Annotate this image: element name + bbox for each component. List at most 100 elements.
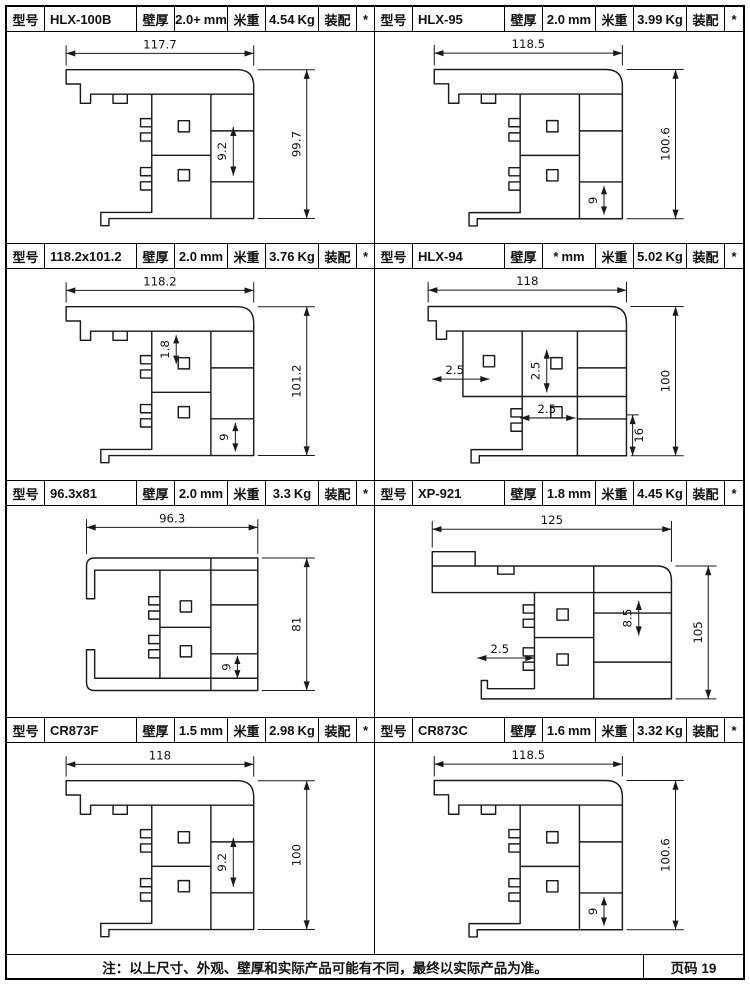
- dim-width-label: 118: [149, 748, 171, 762]
- dim-inner-label: 2.5: [445, 363, 464, 377]
- weight-label: 米重: [596, 718, 634, 742]
- assembly-value: *: [362, 485, 369, 501]
- model-value: CR873F: [45, 718, 137, 742]
- weight-unit: Kg: [297, 11, 315, 27]
- dim-height-label: 100.6: [658, 127, 672, 161]
- dim-inner-4-label: 16: [632, 428, 646, 443]
- assembly-value: *: [731, 485, 737, 501]
- profile-drawing-area: 117.7 99.7 9.2: [7, 32, 374, 243]
- dim-inner-2: 8.5: [621, 600, 642, 636]
- weight-number: 3.76: [269, 248, 295, 264]
- weight-unit: Kg: [293, 485, 312, 501]
- dim-width: 96.3: [86, 511, 259, 554]
- dim-height: 99.7: [257, 69, 315, 220]
- dim-height: 81: [261, 557, 315, 692]
- dim-width-label: 118.2: [143, 274, 177, 288]
- dim-inner-2-label: 2.5: [529, 362, 543, 381]
- thickness-number: 2.0+: [175, 11, 201, 27]
- dim-height-label: 105: [691, 621, 705, 643]
- page-footer: 注：以上尺寸、外观、壁厚和实际产品可能有不同，最终以实际产品为准。 页码 19: [7, 955, 743, 978]
- thickness-unit: mm: [199, 485, 224, 501]
- thickness-value: *mm: [543, 244, 596, 268]
- assembly-label: 装配: [319, 7, 357, 31]
- dim-width-label: 118: [516, 274, 538, 288]
- dim-inner-4: 16: [626, 414, 646, 456]
- dim-height-label: 100.6: [658, 838, 672, 872]
- weight-number: 5.02: [637, 248, 663, 264]
- weight-number: 3.3: [272, 485, 291, 501]
- thickness-label: 壁厚: [137, 244, 175, 268]
- profile-drawing: 118.5 100.6 9: [433, 748, 684, 938]
- dim-height: 100: [630, 306, 684, 457]
- dim-inner-2: 9: [217, 422, 239, 452]
- dim-height: 100.6: [626, 780, 684, 931]
- model-label: 型号: [375, 244, 413, 268]
- profile-outline: [431, 550, 673, 700]
- dim-inner-3-label: 2.5: [537, 402, 556, 416]
- dim-height-label: 81: [290, 617, 304, 632]
- weight-label: 米重: [228, 244, 266, 268]
- weight-number: 2.98: [269, 722, 295, 738]
- assembly-label: 装配: [687, 481, 725, 505]
- model-label: 型号: [375, 718, 413, 742]
- dim-inner: 9: [219, 655, 241, 679]
- profile-drawing: 125 105 2.5 8.5: [431, 513, 717, 700]
- assembly-label: 装配: [687, 244, 725, 268]
- model-value: XP-921: [413, 481, 505, 505]
- weight-unit: Kg: [297, 722, 315, 738]
- thickness-number: 2.0: [178, 485, 197, 501]
- thickness-label: 壁厚: [505, 481, 543, 505]
- thickness-label: 壁厚: [137, 481, 175, 505]
- model-value: 118.2x101.2: [45, 244, 137, 268]
- dim-width: 118.5: [433, 748, 623, 777]
- profile-outline: [85, 557, 259, 692]
- thickness-label: 壁厚: [137, 7, 175, 31]
- dim-height: 101.2: [257, 306, 315, 457]
- profile-drawing-area: 118 100 9.2: [7, 743, 374, 954]
- dim-inner-label: 9.2: [215, 142, 229, 161]
- dim-inner-2: 2.5: [529, 349, 550, 393]
- dim-inner-label: 9: [219, 663, 233, 670]
- assembly-label: 装配: [319, 718, 357, 742]
- assembly-value: *: [362, 11, 369, 27]
- dim-height: 105: [675, 565, 717, 700]
- assembly-value: *: [731, 722, 737, 738]
- profile-outline: [65, 68, 255, 227]
- dim-width: 118.2: [65, 274, 255, 303]
- dim-height-label: 100: [658, 370, 672, 392]
- weight-unit: Kg: [297, 248, 315, 264]
- dim-inner-3: 2.5: [520, 402, 576, 422]
- weight-number: 3.99: [637, 11, 663, 27]
- profile-outline: [65, 305, 255, 464]
- profile-outline: [427, 305, 628, 464]
- weight-label: 米重: [596, 7, 634, 31]
- thickness-unit: mm: [567, 485, 592, 501]
- thickness-unit: mm: [567, 722, 592, 738]
- dim-height: 100.6: [626, 69, 684, 220]
- dim-width: 118.5: [433, 37, 623, 66]
- dim-inner: 2.5: [477, 642, 535, 662]
- thickness-unit: mm: [567, 11, 592, 27]
- weight-unit: Kg: [665, 248, 683, 264]
- model-label: 型号: [7, 7, 45, 31]
- weight-unit: Kg: [665, 485, 683, 501]
- weight-number: 3.32: [637, 722, 663, 738]
- assembly-value: *: [731, 248, 737, 264]
- dim-inner-label: 9: [586, 908, 600, 915]
- dim-width-label: 118.5: [512, 37, 546, 51]
- profile-drawing-area: 118.5 100.6 9: [375, 743, 743, 954]
- model-value: HLX-100B: [45, 7, 137, 31]
